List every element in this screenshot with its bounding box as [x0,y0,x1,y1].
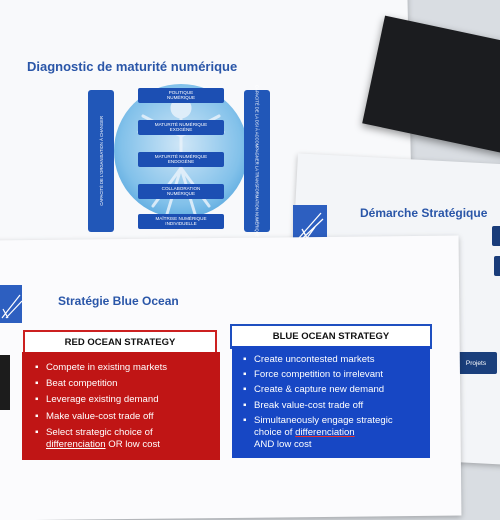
list-item: Create uncontested markets [242,354,430,366]
list-item: Create & capture new demand [242,384,430,396]
list-item: Make value-cost trade off [34,411,220,423]
list-item: Select strategic choice of differenciati… [34,427,220,451]
left-capacity-bar: CAPACITÉ DE L'ORGANISATION À CHANGER [88,90,114,232]
list-item: Compete in existing markets [34,362,220,374]
blue-ocean-panel: Create uncontested markets Force competi… [232,346,430,458]
list-item: Leverage existing demand [34,394,220,406]
list-item: Simultaneously engage strategic choice o… [242,415,430,452]
diagnostic-title: Diagnostic de maturité numérique [27,59,238,74]
demarche-title: Démarche Stratégique [360,206,488,220]
red-ocean-header: RED OCEAN STRATEGY [23,330,217,355]
list-item: Force competition to irrelevant [242,369,430,381]
list-item: Break value-cost trade off [242,400,430,412]
right-capacity-bar: CAPACITÉ DE LA DSI À ACCOMPAGNER LA TRAN… [244,85,270,237]
maturity-diagram: CAPACITÉ DE L'ORGANISATION À CHANGER CAP… [86,82,276,237]
list-item: Beat competition [34,378,220,390]
red-ocean-panel: Compete in existing markets Beat competi… [22,352,220,460]
demarche-side-box [494,256,500,276]
black-object-edge [0,355,10,410]
projets-box: Projets [455,352,497,374]
demarche-side-box [492,226,500,246]
logo-icon [0,285,22,323]
blue-ocean-title: Stratégie Blue Ocean [58,294,179,308]
